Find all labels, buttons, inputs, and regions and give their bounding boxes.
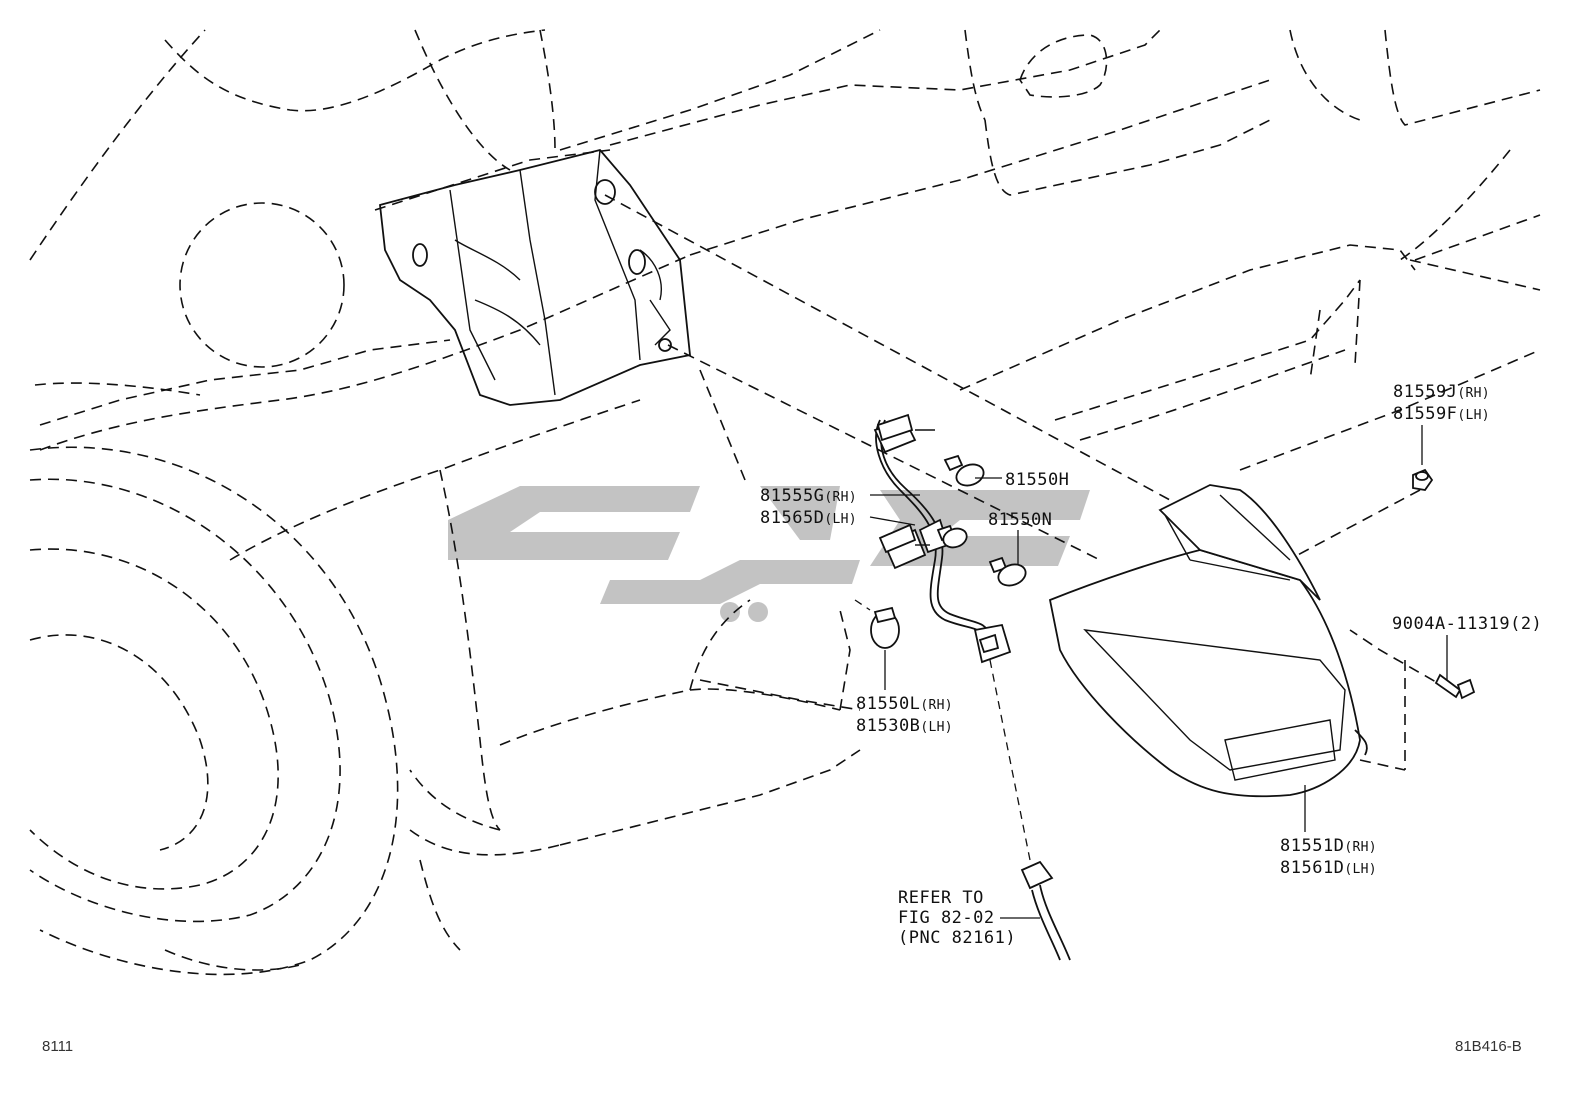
callout-socket: 81555G(RH) 81565D(LH): [760, 486, 857, 530]
illustration-id: 81B416-B: [1455, 1038, 1522, 1055]
callout-bulb-h: 81550H: [1005, 470, 1069, 490]
lh-tag: (LH): [920, 720, 953, 735]
callout-lamp: 81551D(RH) 81561D(LH): [1280, 836, 1377, 880]
rear-panel-bracket: [379, 148, 691, 406]
part-number-lh: 81530B: [856, 716, 921, 736]
clip-nut: [1412, 468, 1434, 491]
callout-leaders: [869, 425, 1448, 919]
lh-tag: (LH): [1344, 862, 1377, 877]
rh-tag: (RH): [824, 490, 857, 505]
screw: [1434, 673, 1476, 700]
lh-tag: (LH): [824, 512, 857, 527]
callout-bulb-n: 81550N: [988, 510, 1052, 530]
lh-tag: (LH): [1457, 408, 1490, 423]
callout-screw: 9004A-11319(2): [1392, 614, 1542, 634]
socket-wiring-assembly: [870, 413, 1027, 664]
part-number: 9004A-11319(2): [1392, 614, 1543, 634]
rh-tag: (RH): [920, 698, 953, 713]
part-number: 81550N: [988, 510, 1053, 530]
callout-clip-nut: 81559J(RH) 81559F(LH): [1393, 382, 1490, 426]
part-number-lh: 81559F: [1393, 404, 1458, 424]
rh-tag: (RH): [1344, 840, 1377, 855]
figure-code: 8111: [42, 1038, 74, 1055]
refer-line-3: (PNC 82161): [898, 928, 1017, 948]
harness-connector: [1020, 860, 1071, 961]
part-number-lh: 81561D: [1280, 858, 1345, 878]
rear-combination-lamp: [1048, 484, 1368, 798]
part-number-rh: 81551D: [1280, 836, 1345, 856]
rh-tag: (RH): [1457, 386, 1490, 401]
callout-bulb-l: 81550L(RH) 81530B(LH): [856, 694, 953, 738]
vehicle-body-outline: [29, 29, 1541, 976]
callout-refer-to: REFER TO FIG 82-02 (PNC 82161): [898, 888, 1016, 948]
part-number-rh: 81559J: [1393, 382, 1458, 402]
part-number-rh: 81550L: [856, 694, 921, 714]
refer-line-1: REFER TO: [898, 888, 984, 908]
refer-line-2: FIG 82-02: [898, 908, 995, 928]
part-number: 81550H: [1005, 470, 1070, 490]
part-number-rh: 81555G: [760, 486, 825, 506]
part-number-lh: 81565D: [760, 508, 825, 528]
